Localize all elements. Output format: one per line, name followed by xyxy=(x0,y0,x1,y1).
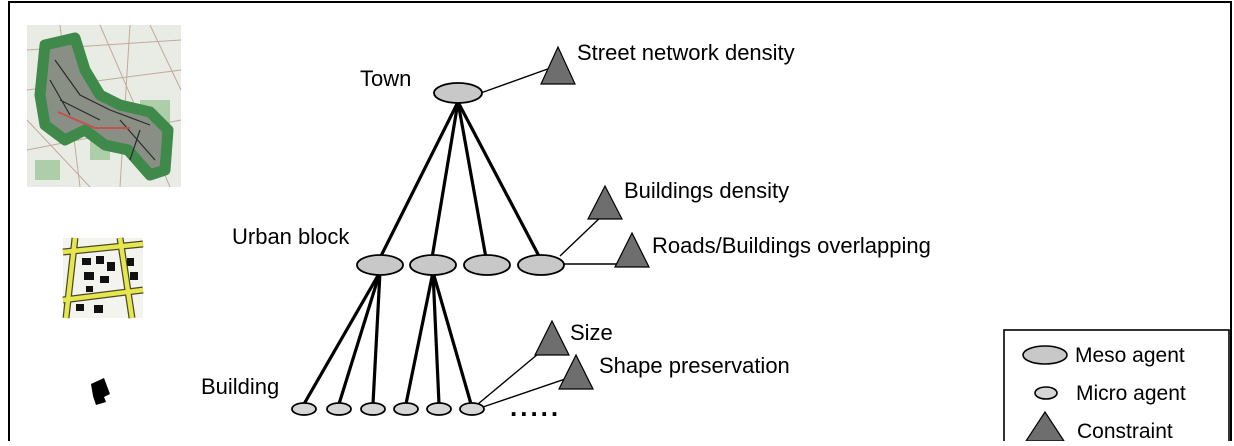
building-agent xyxy=(459,402,485,416)
building-map-thumbnail xyxy=(91,378,110,405)
legend: Meso agent Micro agent Constraint xyxy=(1003,329,1230,446)
building-agent xyxy=(393,402,419,416)
constraint-triangle xyxy=(587,184,623,220)
ellipsis-more-buildings: ..... xyxy=(510,392,561,422)
urban-block-agent xyxy=(463,254,511,276)
building-label: Building xyxy=(201,374,279,399)
size-label: Size xyxy=(570,320,613,345)
constraint-links xyxy=(477,65,626,409)
urban-block-agent xyxy=(517,254,565,276)
hierarchy-edges xyxy=(302,101,542,405)
legend-meso-agent: Meso agent xyxy=(1075,344,1185,367)
roads-buildings-overlapping-label: Roads/Buildings overlapping xyxy=(652,233,931,258)
constraint-triangle xyxy=(534,319,570,356)
urban-block-agent xyxy=(356,254,404,276)
town-label: Town xyxy=(360,66,411,91)
building-agent xyxy=(326,402,352,416)
diagram-frame xyxy=(8,1,1232,446)
urban-block-agent xyxy=(409,254,457,276)
building-agent xyxy=(291,402,317,416)
meso-agent-legend-icon xyxy=(1022,345,1068,365)
street-network-density-label: Street network density xyxy=(577,40,795,65)
buildings-density-label: Buildings density xyxy=(624,178,789,203)
town-map-thumbnail xyxy=(26,24,182,188)
urban-block-label: Urban block xyxy=(232,224,350,249)
constraint-triangles xyxy=(534,45,650,390)
constraint-triangle xyxy=(540,45,576,85)
town-agent xyxy=(433,82,483,104)
building-agent xyxy=(360,402,386,416)
constraint-triangle xyxy=(558,353,594,390)
shape-preservation-label: Shape preservation xyxy=(599,353,790,378)
meso-agents xyxy=(356,82,565,276)
urban-block-map-thumbnail xyxy=(62,237,144,319)
constraint-triangle xyxy=(614,231,650,268)
micro-agents xyxy=(291,402,485,416)
micro-agent-legend-icon xyxy=(1034,386,1058,400)
building-agent xyxy=(426,402,452,416)
legend-micro-agent: Micro agent xyxy=(1076,382,1186,405)
legend-constraint: Constraint xyxy=(1077,420,1173,441)
